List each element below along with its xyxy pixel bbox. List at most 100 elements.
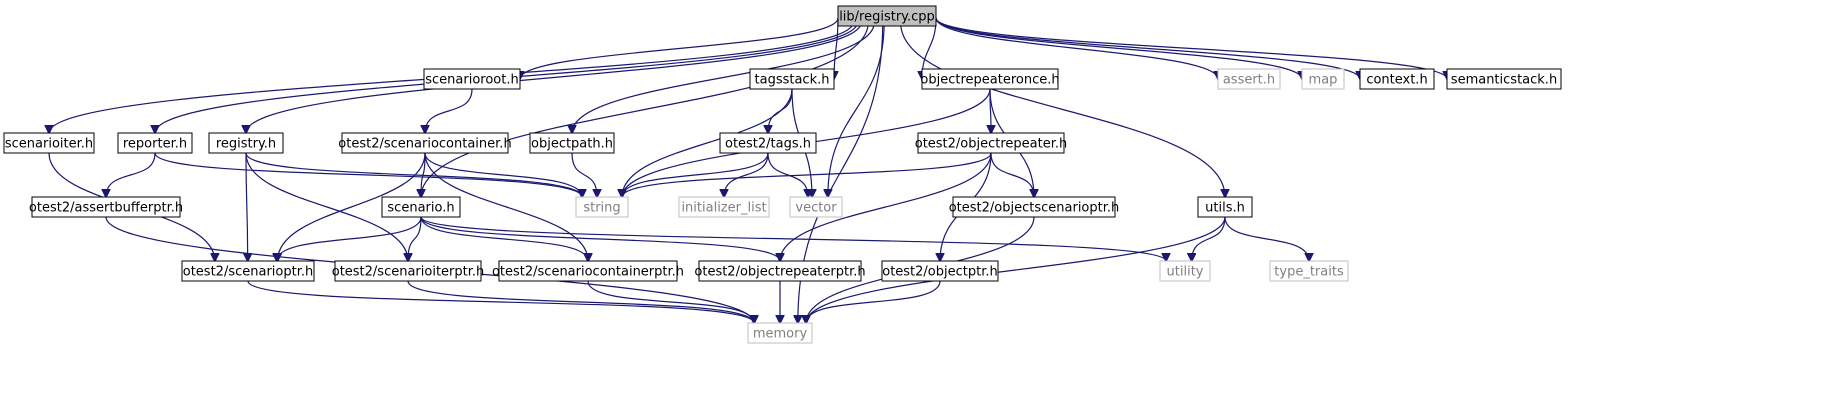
node-box xyxy=(952,196,1116,218)
edge-registry-cpp-to-scenarioroot-h xyxy=(520,17,839,79)
node-label: objectpath.h xyxy=(531,137,613,152)
node-box xyxy=(117,132,193,154)
node-label: scenario.h xyxy=(387,201,454,216)
node-label: context.h xyxy=(1366,73,1427,88)
node-box xyxy=(1159,260,1211,282)
node-box xyxy=(498,260,678,282)
node-vector: vector xyxy=(789,196,843,218)
edge-scenariocontainerptr-h-to-memory xyxy=(587,280,754,323)
node-label: reporter.h xyxy=(123,137,187,152)
edge-registry-cpp-to-tagsstack-h xyxy=(834,17,839,79)
node-scenariocontainerptr-h[interactable]: otest2/scenariocontainerptr.h xyxy=(492,260,684,282)
node-label: string xyxy=(583,201,620,216)
node-tagsstack-h[interactable]: tagsstack.h xyxy=(749,68,835,90)
node-box xyxy=(1269,260,1349,282)
node-label: registry.h xyxy=(216,137,276,152)
edge-objectrepeater-h-to-objectscenarioptr-h xyxy=(990,152,1034,197)
node-box xyxy=(181,260,315,282)
node-objectscenarioptr-h[interactable]: otest2/objectscenarioptr.h xyxy=(949,196,1120,218)
edge-utils-h-to-memory xyxy=(806,216,1226,323)
edge-utils-h-to-type-traits xyxy=(1224,216,1309,261)
node-registry-cpp[interactable]: lib/registry.cpp xyxy=(837,5,937,27)
node-initializer-list: initializer_list xyxy=(678,196,770,218)
edge-registry-cpp-to-assert-h xyxy=(935,17,1218,79)
node-assertbufferptr-h[interactable]: otest2/assertbufferptr.h xyxy=(29,196,183,218)
edge-scenariocontainer-h-to-scenariocontainerptr-h xyxy=(424,152,588,261)
node-box xyxy=(423,68,521,90)
node-scenarioiter-h[interactable]: scenarioiter.h xyxy=(3,132,95,154)
edge-layer xyxy=(49,17,1447,323)
node-box xyxy=(698,260,862,282)
edge-scenarioptr-h-to-memory xyxy=(247,280,754,323)
node-box xyxy=(789,196,843,218)
node-objectrepeateronce-h[interactable]: objectrepeateronce.h xyxy=(920,68,1060,90)
edge-scenariocontainer-h-to-string xyxy=(424,152,582,197)
node-box xyxy=(1301,68,1345,90)
node-type-traits: type_traits xyxy=(1269,260,1349,282)
edge-registry-h-to-scenarioptr-h xyxy=(246,152,248,261)
node-objectrepeaterptr-h[interactable]: otest2/objectrepeaterptr.h xyxy=(694,260,866,282)
node-objectpath-h[interactable]: objectpath.h xyxy=(529,132,615,154)
node-box xyxy=(749,68,835,90)
node-box xyxy=(341,132,509,154)
node-label: otest2/objectscenarioptr.h xyxy=(949,201,1120,216)
node-label: map xyxy=(1309,73,1338,88)
node-box xyxy=(334,260,482,282)
node-label: otest2/scenarioptr.h xyxy=(183,265,313,280)
node-label: objectrepeateronce.h xyxy=(920,73,1059,88)
edge-utils-h-to-utility xyxy=(1192,216,1226,261)
node-label: otest2/objectrepeater.h xyxy=(915,137,1068,152)
node-map: map xyxy=(1301,68,1345,90)
node-box xyxy=(881,260,999,282)
node-box xyxy=(837,5,937,27)
edge-registry-h-to-scenarioiterptr-h xyxy=(245,152,408,261)
node-semanticstack-h[interactable]: semanticstack.h xyxy=(1446,68,1562,90)
node-tags-h[interactable]: otest2/tags.h xyxy=(719,132,817,154)
node-label: semanticstack.h xyxy=(1451,73,1557,88)
node-label: scenarioroot.h xyxy=(425,73,518,88)
node-box xyxy=(381,196,461,218)
node-assert-h: assert.h xyxy=(1217,68,1281,90)
node-scenariocontainer-h[interactable]: otest2/scenariocontainer.h xyxy=(338,132,512,154)
edge-tags-h-to-initializer-list xyxy=(724,152,769,197)
node-box xyxy=(1359,68,1435,90)
node-box xyxy=(747,322,813,344)
node-label: type_traits xyxy=(1274,265,1344,280)
node-objectptr-h[interactable]: otest2/objectptr.h xyxy=(881,260,999,282)
edge-objectrepeater-h-to-objectrepeaterptr-h xyxy=(780,152,992,261)
node-objectrepeater-h[interactable]: otest2/objectrepeater.h xyxy=(915,132,1068,154)
node-label: initializer_list xyxy=(681,201,766,216)
edge-scenariocontainer-h-to-scenario-h xyxy=(421,152,426,197)
node-scenarioptr-h[interactable]: otest2/scenarioptr.h xyxy=(181,260,315,282)
edge-scenario-h-to-objectrepeaterptr-h xyxy=(420,216,780,261)
node-memory: memory xyxy=(747,322,813,344)
node-box xyxy=(1446,68,1562,90)
node-label: lib/registry.cpp xyxy=(839,10,935,25)
node-registry-h[interactable]: registry.h xyxy=(208,132,284,154)
node-string: string xyxy=(575,196,629,218)
node-box xyxy=(1217,68,1281,90)
node-label: assert.h xyxy=(1223,73,1275,88)
node-label: tagsstack.h xyxy=(755,73,830,88)
node-utils-h[interactable]: utils.h xyxy=(1197,196,1253,218)
node-label: otest2/scenarioiterptr.h xyxy=(332,265,485,280)
node-scenario-h[interactable]: scenario.h xyxy=(381,196,461,218)
node-box xyxy=(917,132,1065,154)
edge-registry-cpp-to-context-h xyxy=(935,17,1360,79)
node-label: utils.h xyxy=(1205,201,1245,216)
node-box xyxy=(678,196,770,218)
node-box xyxy=(31,196,181,218)
edge-scenario-h-to-scenariocontainerptr-h xyxy=(420,216,588,261)
edge-tags-h-to-vector xyxy=(767,152,808,197)
node-scenarioroot-h[interactable]: scenarioroot.h xyxy=(423,68,521,90)
edge-objectrepeater-h-to-string xyxy=(622,152,992,197)
edge-objectptr-h-to-memory xyxy=(806,280,941,323)
edge-scenario-h-to-scenarioptr-h xyxy=(277,216,422,261)
node-reporter-h[interactable]: reporter.h xyxy=(117,132,193,154)
node-context-h[interactable]: context.h xyxy=(1359,68,1435,90)
node-scenarioiterptr-h[interactable]: otest2/scenarioiterptr.h xyxy=(332,260,485,282)
edge-tags-h-to-string xyxy=(622,152,769,197)
edge-scenarioiterptr-h-to-memory xyxy=(407,280,754,323)
node-label: utility xyxy=(1167,265,1204,280)
